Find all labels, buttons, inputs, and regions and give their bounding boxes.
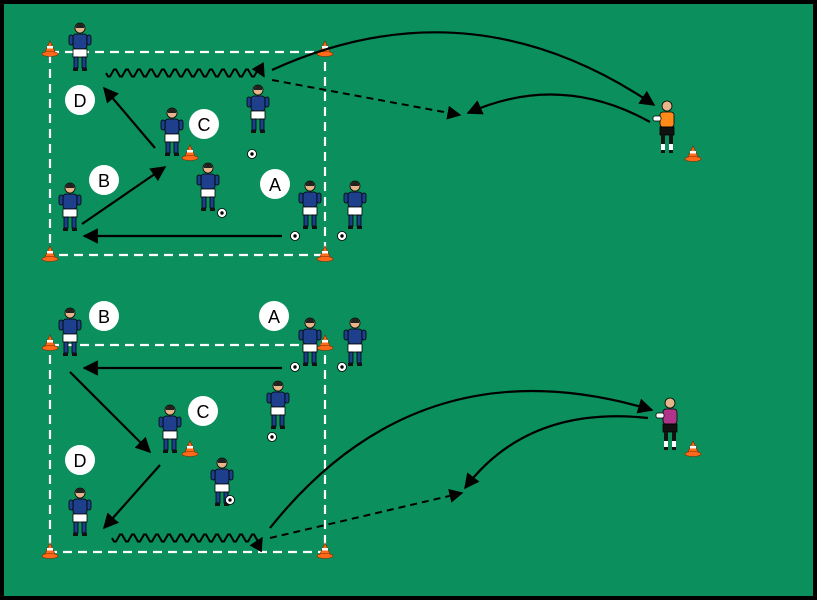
ball-icon [337, 362, 347, 372]
pass-arrow [69, 371, 152, 454]
ball-icon [217, 208, 227, 218]
pass-arrow [102, 464, 161, 530]
svg-text:D: D [74, 451, 87, 471]
dribble-arrow [105, 62, 265, 78]
bottom-drill: B A C D [41, 301, 702, 559]
goalkeeper-icon [655, 397, 678, 450]
label-b: B [89, 301, 119, 331]
goalkeeper-icon [652, 100, 675, 153]
return-arrow [464, 415, 649, 490]
svg-text:A: A [268, 307, 280, 327]
ball-icon [290, 231, 300, 241]
svg-text:C: C [198, 115, 211, 135]
label-a: A [259, 301, 289, 331]
ball-icon [225, 495, 235, 505]
top-drill: D C B A [41, 22, 702, 262]
pass-arrow [81, 166, 167, 225]
top-grid [48, 50, 327, 257]
ball-icon [267, 432, 277, 442]
ball-icon [247, 149, 257, 159]
label-a: A [260, 169, 290, 199]
run-arrow [271, 79, 462, 120]
svg-text:D: D [74, 91, 87, 111]
label-c: C [188, 396, 218, 426]
svg-text:B: B [98, 171, 110, 191]
pitch [4, 4, 813, 596]
label-d: D [65, 445, 95, 475]
shot-arrow [271, 31, 656, 106]
label-d: D [65, 85, 95, 115]
bottom-grid [48, 343, 327, 554]
svg-text:B: B [98, 307, 110, 327]
label-b: B [89, 165, 119, 195]
ball-icon [290, 362, 300, 372]
dribble-arrow [111, 533, 263, 553]
svg-text:A: A [269, 175, 281, 195]
shot-arrow [269, 389, 654, 529]
ball-icon [337, 231, 347, 241]
return-arrow [466, 93, 651, 123]
pass-arrow [103, 86, 156, 149]
run-arrow [269, 489, 464, 539]
svg-text:C: C [197, 402, 210, 422]
label-c: C [189, 109, 219, 139]
